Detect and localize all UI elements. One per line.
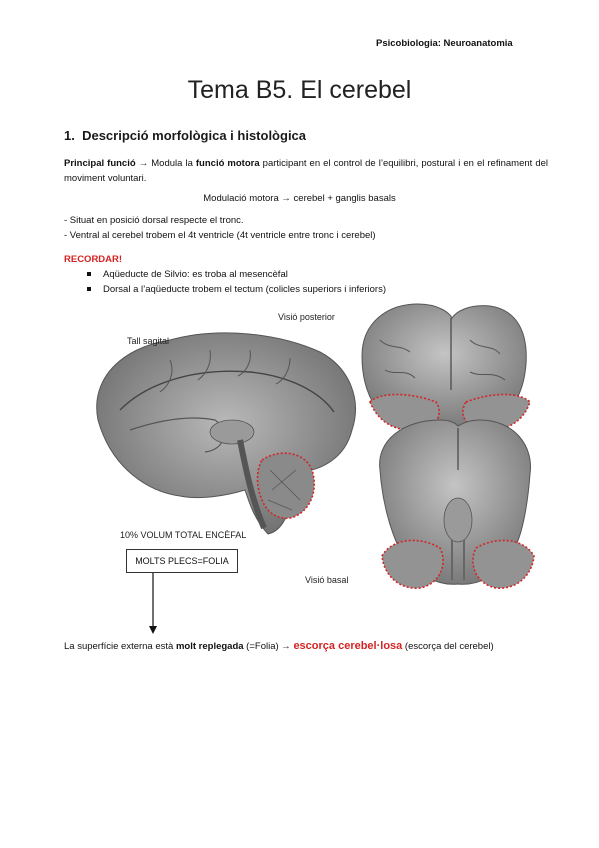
principal-text-1: Modula la — [148, 158, 196, 169]
bottom-text-2: (=Folia) → — [243, 641, 294, 652]
posterior-brain — [361, 303, 531, 432]
page-title: Tema B5. El cerebel — [187, 76, 412, 104]
section-number: 1. — [64, 128, 75, 143]
label-sagital: Tall sagital — [127, 336, 170, 346]
point-ventral: - Ventral al cerebel trobem el 4t ventri… — [64, 230, 376, 241]
square-bullet-icon — [87, 272, 91, 277]
principal-label: Principal funció — [64, 158, 136, 169]
recordar-label: RECORDAR! — [64, 254, 123, 265]
header-course: Psicobiologia: Neuroanatomia — [376, 38, 513, 49]
point-situat: - Situat en posició dorsal respecte el t… — [64, 215, 244, 226]
principal-bold: funció motora — [195, 158, 260, 169]
recordar-item: Aqüeducte de Silvio: es troba al mesencè… — [87, 269, 288, 280]
bottom-line: La superfície externa està molt replegad… — [64, 640, 494, 652]
label-basal: Visió basal — [305, 575, 349, 585]
arrow-down-icon — [149, 626, 157, 634]
modulacio-line: Modulació motora → cerebel + ganglis bas… — [203, 193, 396, 204]
arrow-icon: → — [138, 158, 149, 169]
recordar-item-text: Aqüeducte de Silvio: es troba al mesencè… — [103, 269, 288, 280]
square-bullet-icon — [87, 287, 91, 292]
basal-brain — [379, 419, 535, 589]
bottom-text-1: La superfície externa està — [64, 641, 176, 652]
folia-box: MOLTS PLECS=FOLIA — [126, 549, 238, 573]
section-title: Descripció morfològica i histològica — [82, 128, 307, 143]
principal-paragraph: Principal funció → Modula la funció moto… — [64, 156, 548, 186]
label-posterior: Visió posterior — [278, 312, 335, 322]
principal-text-2: participant en el control de l’equilibri… — [64, 158, 548, 184]
bottom-red-text: escorça cerebel·losa — [293, 640, 403, 652]
section-heading: 1. Descripció morfològica i histològica — [64, 128, 306, 143]
recordar-item-text: Dorsal a l’aqüeducte trobem el tectum (c… — [103, 284, 387, 295]
recordar-item: Dorsal a l’aqüeducte trobem el tectum (c… — [87, 284, 386, 295]
bottom-bold: molt replegada — [175, 641, 244, 652]
sagittal-brain — [96, 332, 356, 535]
bottom-text-3: (escorça del cerebel) — [402, 641, 494, 652]
label-volum: 10% VOLUM TOTAL ENCÈFAL — [120, 530, 247, 540]
